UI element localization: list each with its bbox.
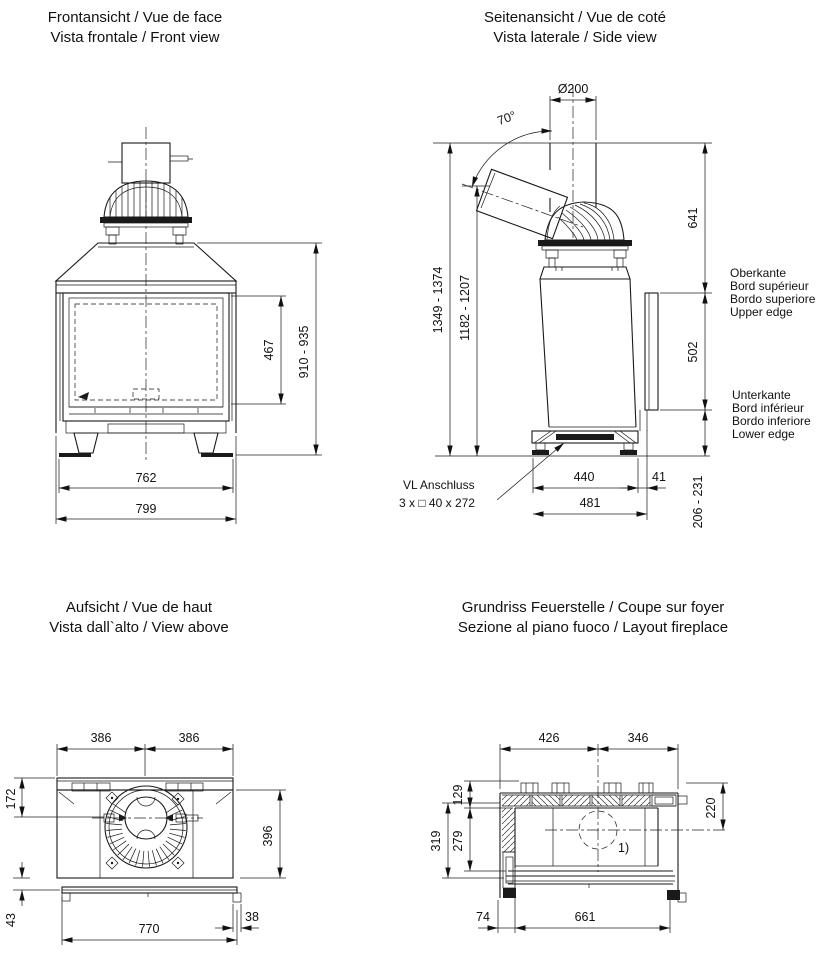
dim-layout-chamber-depth: 279	[451, 831, 465, 852]
svg-text:Bordo inferiore: Bordo inferiore	[732, 414, 811, 428]
dim-side-flue-angle: 70°	[495, 108, 518, 128]
layout-view-title-line2: Sezione al piano fuoco / Layout fireplac…	[457, 619, 729, 636]
layout-view-drawing: 1) 426 346 129 279 319 220 74 661	[429, 731, 728, 933]
dim-side-rear-panel-height: 502	[686, 342, 700, 363]
top-view-title: Aufsicht / Vue de haut Vista dall`alto /…	[24, 598, 254, 638]
svg-text:Bordo superiore: Bordo superiore	[730, 292, 816, 306]
front-view-drawing: 467 910 - 935 762 799	[54, 127, 322, 524]
top-plate	[56, 789, 234, 879]
svg-text:Lower edge: Lower edge	[732, 427, 795, 441]
dim-top-half-width-right: 386	[179, 731, 200, 745]
svg-text:VL Anschluss: VL Anschluss	[403, 478, 475, 492]
top-view-title-line2: Vista dall`alto / View above	[49, 619, 229, 636]
vl-connection-label: VL Anschluss 3 x □ 40 x 272	[399, 442, 565, 510]
dim-side-base-depth: 440	[574, 470, 595, 484]
side-view-title-line1: Seitenansicht / Vue de coté	[483, 9, 667, 26]
dim-top-back-to-handle: 172	[4, 789, 18, 810]
svg-text:Bord inférieur: Bord inférieur	[732, 401, 804, 415]
dim-front-door-height: 467	[262, 340, 276, 361]
dim-layout-flue-from-right: 346	[628, 731, 649, 745]
layout-view-title: Grundriss Feuerstelle / Coupe sur foyer …	[430, 598, 756, 638]
top-view-title-line1: Aufsicht / Vue de haut	[65, 599, 213, 616]
layout-view-title-line1: Grundriss Feuerstelle / Coupe sur foyer	[461, 599, 725, 616]
dim-top-side-offset: 38	[245, 910, 259, 924]
front-left-leg	[73, 432, 99, 454]
dim-front-total-width: 799	[136, 502, 157, 516]
front-view-title-line2: Vista frontale / Front view	[50, 29, 220, 46]
front-right-leg	[193, 432, 219, 454]
dim-top-front-overhang: 43	[4, 913, 18, 927]
side-rear-panel	[644, 292, 659, 411]
front-dome-ribs	[109, 181, 183, 217]
dim-layout-flue-center-from-back: 220	[704, 798, 718, 819]
top-dome-outer	[104, 785, 188, 869]
side-view-title: Seitenansicht / Vue de coté Vista latera…	[460, 8, 690, 48]
side-dome	[544, 201, 625, 241]
svg-text:Oberkante: Oberkante	[730, 266, 786, 280]
dim-side-flue-diameter: Ø200	[558, 82, 589, 96]
side-view-drawing: Ø200 70°	[399, 82, 816, 528]
dim-front-total-height: 910 - 935	[297, 326, 311, 379]
side-angled-flue	[475, 168, 569, 240]
front-view-title: Frontansicht / Vue de face Vista frontal…	[20, 8, 250, 48]
dim-top-half-width-left: 386	[91, 731, 112, 745]
dim-layout-opening-width: 661	[575, 910, 596, 924]
dim-side-top-to-upper-edge: 641	[686, 208, 700, 229]
dim-front-feet-width: 762	[136, 471, 157, 485]
side-body	[539, 278, 637, 428]
dim-side-height-vertical-flue: 1349 - 1374	[431, 267, 445, 334]
dim-layout-left-wall: 74	[476, 910, 490, 924]
dim-side-lower-edge-height: 206 - 231	[691, 476, 705, 529]
lower-edge-label: Unterkante Bord inférieur Bordo inferior…	[732, 388, 811, 441]
dim-top-plate-width: 770	[139, 922, 160, 936]
front-door-glass	[74, 303, 218, 401]
dim-side-total-depth: 481	[580, 496, 601, 510]
dim-layout-inner-depth: 319	[429, 831, 443, 852]
svg-text:Bord supérieur: Bord supérieur	[730, 279, 809, 293]
svg-text:3 x □ 40 x 272: 3 x □ 40 x 272	[399, 496, 475, 510]
svg-text:Upper edge: Upper edge	[730, 305, 793, 319]
side-flue-angle-arc	[471, 128, 553, 188]
dim-layout-back-wall-depth: 129	[451, 785, 465, 806]
front-view-title-line1: Frontansicht / Vue de face	[47, 9, 223, 26]
dim-layout-flue-from-left: 426	[539, 731, 560, 745]
dim-side-rear-offset: 41	[652, 470, 666, 484]
top-dome-bolts	[105, 791, 185, 870]
svg-text:Unterkante: Unterkante	[732, 388, 791, 402]
upper-edge-label: Oberkante Bord supérieur Bordo superiore…	[730, 266, 816, 319]
top-dome-ribs	[106, 803, 186, 867]
side-view-title-line2: Vista laterale / Side view	[493, 29, 657, 46]
dim-top-plate-depth: 396	[261, 826, 275, 847]
top-view-drawing: 386 386 172 43 396 38 770	[4, 731, 286, 945]
dim-side-height-angled-flue: 1182 - 1207	[458, 275, 472, 341]
footnote-1-marker: 1)	[618, 841, 629, 855]
side-dome-plate	[538, 240, 632, 246]
front-dome-plate	[100, 217, 192, 223]
layout-back-tabs	[520, 782, 654, 794]
